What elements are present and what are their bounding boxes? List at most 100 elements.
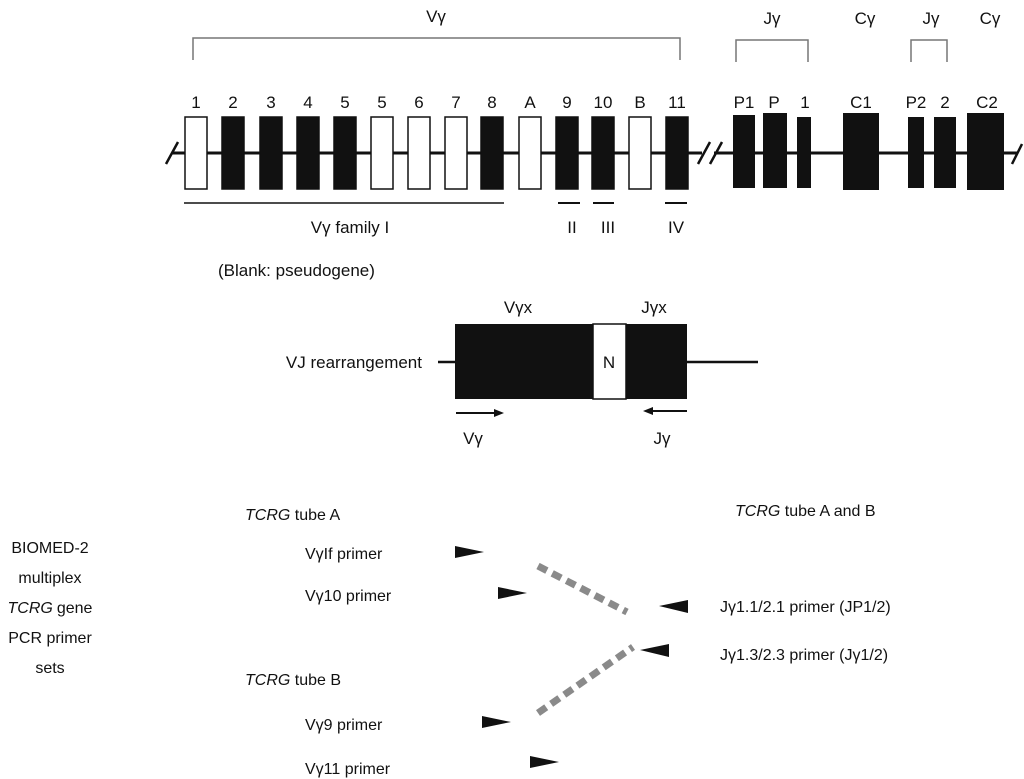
vj-rearrangement: VJ rearrangement N Vγx Jγx Vγ Jγ (286, 298, 758, 448)
vgif-primer-label: VγIf primer (305, 546, 383, 563)
v-primer-arrowhead (494, 409, 504, 417)
v-segment-5 (333, 116, 357, 190)
break-mark-mid-2 (708, 141, 724, 165)
v-segment-5-pseudo-label: 5 (377, 93, 386, 112)
tube-ab-rest: tube A and B (780, 503, 875, 520)
v-segment-9-label: 9 (562, 93, 571, 112)
j2-bracket (910, 39, 948, 62)
jgx-label: Jγx (641, 298, 667, 317)
j-segment-p1 (733, 115, 755, 188)
j2-region-title: Jγ (923, 9, 941, 28)
jg13-primer-label: Jγ1.3/2.3 primer (Jγ1/2) (720, 647, 888, 664)
v-segment-5-pseudo (370, 116, 394, 190)
side-label-line-5: sets (35, 660, 64, 677)
jg11-primer-label: Jγ1.1/2.1 primer (JP1/2) (720, 599, 891, 616)
vg11-primer-label: Vγ11 primer (305, 761, 391, 778)
break-mark-mid-1 (696, 141, 712, 165)
v-segment-6-label: 6 (414, 93, 423, 112)
side-label-line-2: multiplex (18, 570, 81, 587)
jgx-block (626, 324, 687, 399)
jg11-primer-arrowhead (659, 600, 688, 613)
v-segment-5-label: 5 (340, 93, 349, 112)
v-segment-9 (555, 116, 579, 190)
j-segment-p1-label: P1 (734, 93, 755, 112)
v-segment-A-label: A (524, 93, 536, 112)
j-segment-1 (797, 117, 811, 188)
v-segment-4-label: 4 (303, 93, 312, 112)
v-segment-4 (296, 116, 320, 190)
pairing-line-tube-a (536, 562, 629, 616)
v-segment-11-label: 11 (668, 93, 686, 112)
v-segment-B (628, 116, 652, 190)
c-segment-1 (843, 113, 879, 190)
c-segment-1-label: C1 (850, 93, 872, 112)
side-label-line-4: PCR primer (8, 630, 92, 647)
germline-locus: Vγ Jγ Cγ Jγ Cγ 1 2 3 4 5 (164, 7, 1024, 280)
n-region-label: N (603, 353, 615, 372)
v-segment-8-label: 8 (487, 93, 496, 112)
side-label-gene-rest: gene (57, 600, 93, 617)
c1-region-title: Cγ (855, 9, 876, 28)
v-segment-10-label: 10 (594, 93, 613, 112)
family-III-label: III (601, 218, 615, 237)
vg10-primer-label: Vγ10 primer (305, 588, 392, 605)
v-segment-A (518, 116, 542, 190)
family-I-label: Vγ family I (311, 218, 389, 237)
v-primer-label: Vγ (463, 429, 483, 448)
j-segment-2-label: 2 (940, 93, 949, 112)
tube-b-title: TCRG tube B (245, 672, 341, 689)
v-segment-2 (221, 116, 245, 190)
v-segment-10 (591, 116, 615, 190)
v-segment-7 (444, 116, 468, 190)
tube-a-gene: TCRG (245, 507, 290, 524)
tube-ab-gene: TCRG (735, 503, 780, 520)
family-II-label: II (567, 218, 576, 237)
c-segment-2-label: C2 (976, 93, 998, 112)
j1-region-title: Jγ (764, 9, 782, 28)
vg9-primer-arrowhead (482, 716, 511, 728)
j-segment-2 (934, 117, 956, 188)
vg11-primer-arrowhead (530, 756, 559, 768)
v-bracket (192, 37, 681, 60)
side-label-line-1: BIOMED-2 (11, 540, 88, 557)
break-mark-left (164, 141, 180, 165)
tube-b-gene: TCRG (245, 672, 290, 689)
break-mark-right (1010, 143, 1024, 165)
vgif-primer-arrowhead (455, 546, 484, 558)
pairing-line-tube-b (536, 644, 635, 716)
v-segment-2-label: 2 (228, 93, 237, 112)
j-segment-1-label: 1 (800, 93, 809, 112)
vj-rearrangement-label: VJ rearrangement (286, 353, 422, 372)
j-primer-arrowhead (643, 407, 653, 415)
v-segment-8 (480, 116, 504, 190)
c2-region-title: Cγ (980, 9, 1001, 28)
vg10-primer-arrowhead (498, 587, 527, 599)
tube-ab-title: TCRG tube A and B (735, 503, 876, 520)
pseudogene-legend: (Blank: pseudogene) (218, 261, 375, 280)
v-segment-3 (259, 116, 283, 190)
v-segment-1 (184, 116, 208, 190)
j1-bracket (735, 39, 809, 62)
side-label-gene: TCRG (8, 600, 53, 617)
j-segment-p (763, 113, 787, 188)
v-segment-11 (665, 116, 689, 190)
j-segment-p2 (908, 117, 924, 188)
vgx-label: Vγx (504, 298, 533, 317)
tube-a-title: TCRG tube A (245, 507, 340, 524)
v-segment-6 (407, 116, 431, 190)
tube-b-rest: tube B (290, 672, 341, 689)
c-segment-2 (967, 113, 1004, 190)
vg9-primer-label: Vγ9 primer (305, 717, 383, 734)
j-segment-p-label: P (768, 93, 779, 112)
v-segment-7-label: 7 (451, 93, 460, 112)
v-region-title: Vγ (426, 7, 446, 26)
j-primer-label: Jγ (654, 429, 672, 448)
v-segment-3-label: 3 (266, 93, 275, 112)
v-segment-1-label: 1 (191, 93, 200, 112)
j-segment-p2-label: P2 (906, 93, 927, 112)
v-segment-B-label: B (634, 93, 645, 112)
tube-a-rest: tube A (290, 507, 340, 524)
n-region-block (592, 323, 627, 400)
